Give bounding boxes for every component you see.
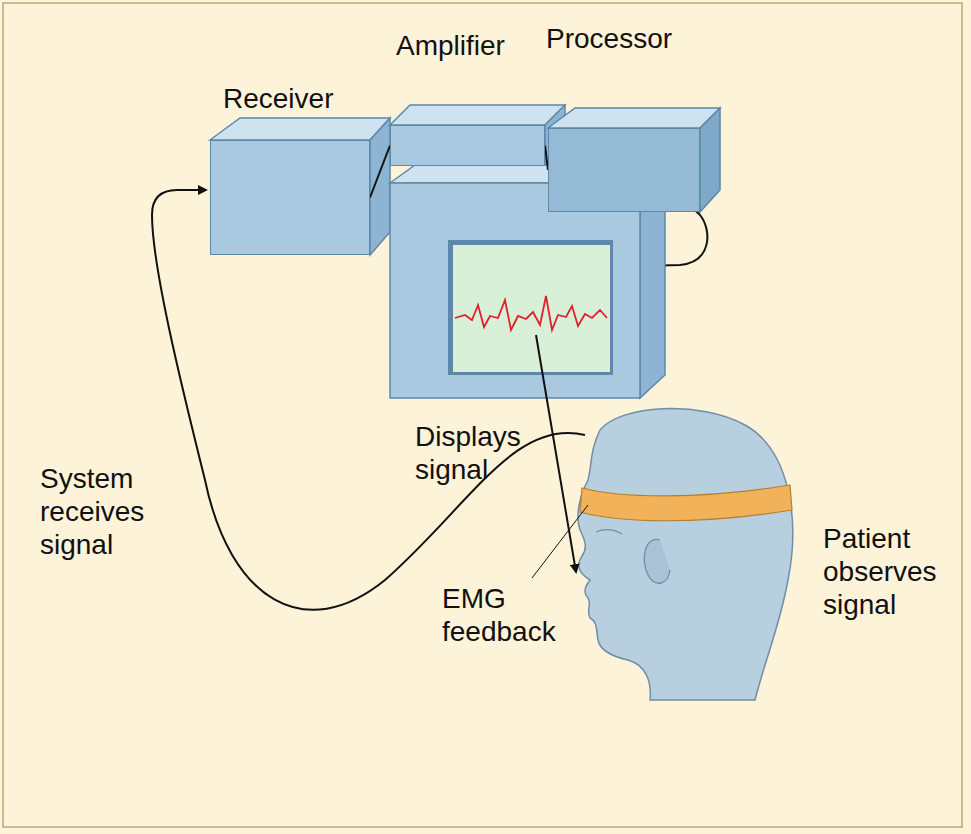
ear xyxy=(644,539,670,583)
annotation-label: Displays signal xyxy=(415,420,535,486)
box-title: Processor xyxy=(546,23,672,55)
box-side xyxy=(370,118,390,255)
box-top xyxy=(210,118,390,140)
box-top xyxy=(390,105,565,125)
screen xyxy=(453,245,610,372)
emg-trace xyxy=(455,296,607,330)
headband xyxy=(580,485,792,521)
leader-line xyxy=(532,505,588,578)
annotation-label: Patient observes signal xyxy=(823,522,958,621)
box-title: Receiver xyxy=(223,83,333,115)
observe-arrow xyxy=(536,335,576,572)
patient-head xyxy=(578,409,793,700)
eye xyxy=(596,530,622,534)
screen-bezel xyxy=(448,240,613,375)
cable-connector xyxy=(370,146,390,198)
box-top xyxy=(548,108,720,128)
annotation-label: System receives signal xyxy=(40,462,175,561)
box-side xyxy=(700,108,720,212)
equipment-box: Receiver xyxy=(210,140,370,255)
monitor-front xyxy=(390,183,640,398)
equipment-box: Amplifier xyxy=(390,125,545,166)
annotation-label: EMG feedback xyxy=(442,582,577,648)
box-title: Amplifier xyxy=(396,30,505,62)
equipment-box: Processor xyxy=(548,128,700,212)
